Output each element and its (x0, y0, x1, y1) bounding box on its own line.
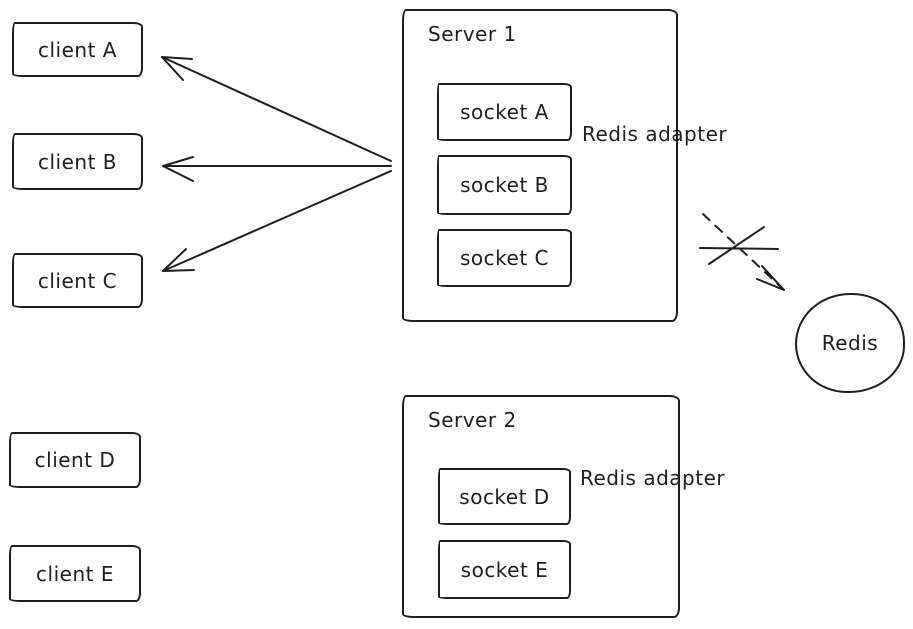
client-e-box: client E (9, 545, 141, 602)
client-a-label: client A (38, 37, 117, 62)
redis-adapter-label-server1: Redis adapter (582, 122, 728, 146)
client-d-box: client D (9, 432, 141, 488)
redis-adapter-label-server2: Redis adapter (580, 466, 726, 490)
client-a-box: client A (12, 22, 143, 77)
client-c-box: client C (12, 253, 143, 308)
socket-e-label: socket E (460, 557, 549, 582)
server-2-title: Server 2 (428, 408, 517, 432)
socket-e-box: socket E (438, 540, 571, 599)
server-1-title: Server 1 (428, 22, 517, 46)
client-e-label: client E (36, 561, 114, 586)
client-b-label: client B (37, 149, 117, 174)
cross-out-mark (699, 226, 779, 265)
socket-c-box: socket C (437, 229, 572, 287)
server-2-box: Server 2 socket D socket E (402, 395, 680, 618)
client-c-label: client C (37, 268, 118, 293)
client-d-label: client D (34, 448, 116, 472)
socket-b-label: socket B (460, 173, 549, 197)
arrow-server1-to-client-c (162, 170, 392, 272)
arrow-server1-to-client-b (162, 156, 392, 182)
arrow-server1-to-redis-head (756, 265, 785, 291)
redis-label: Redis (821, 331, 879, 355)
socket-d-label: socket D (459, 484, 550, 509)
socket-a-box: socket A (437, 83, 572, 141)
socket-c-label: socket C (460, 246, 549, 270)
redis-node: Redis (795, 293, 905, 393)
client-b-box: client B (12, 133, 143, 190)
arrow-server1-to-redis-dashed (702, 213, 785, 291)
arrow-server1-to-client-a (161, 56, 392, 162)
server-1-box: Server 1 socket A socket B socket C (402, 9, 678, 322)
socket-a-label: socket A (460, 100, 549, 124)
socket-b-box: socket B (437, 155, 572, 215)
socket-d-box: socket D (438, 468, 571, 525)
